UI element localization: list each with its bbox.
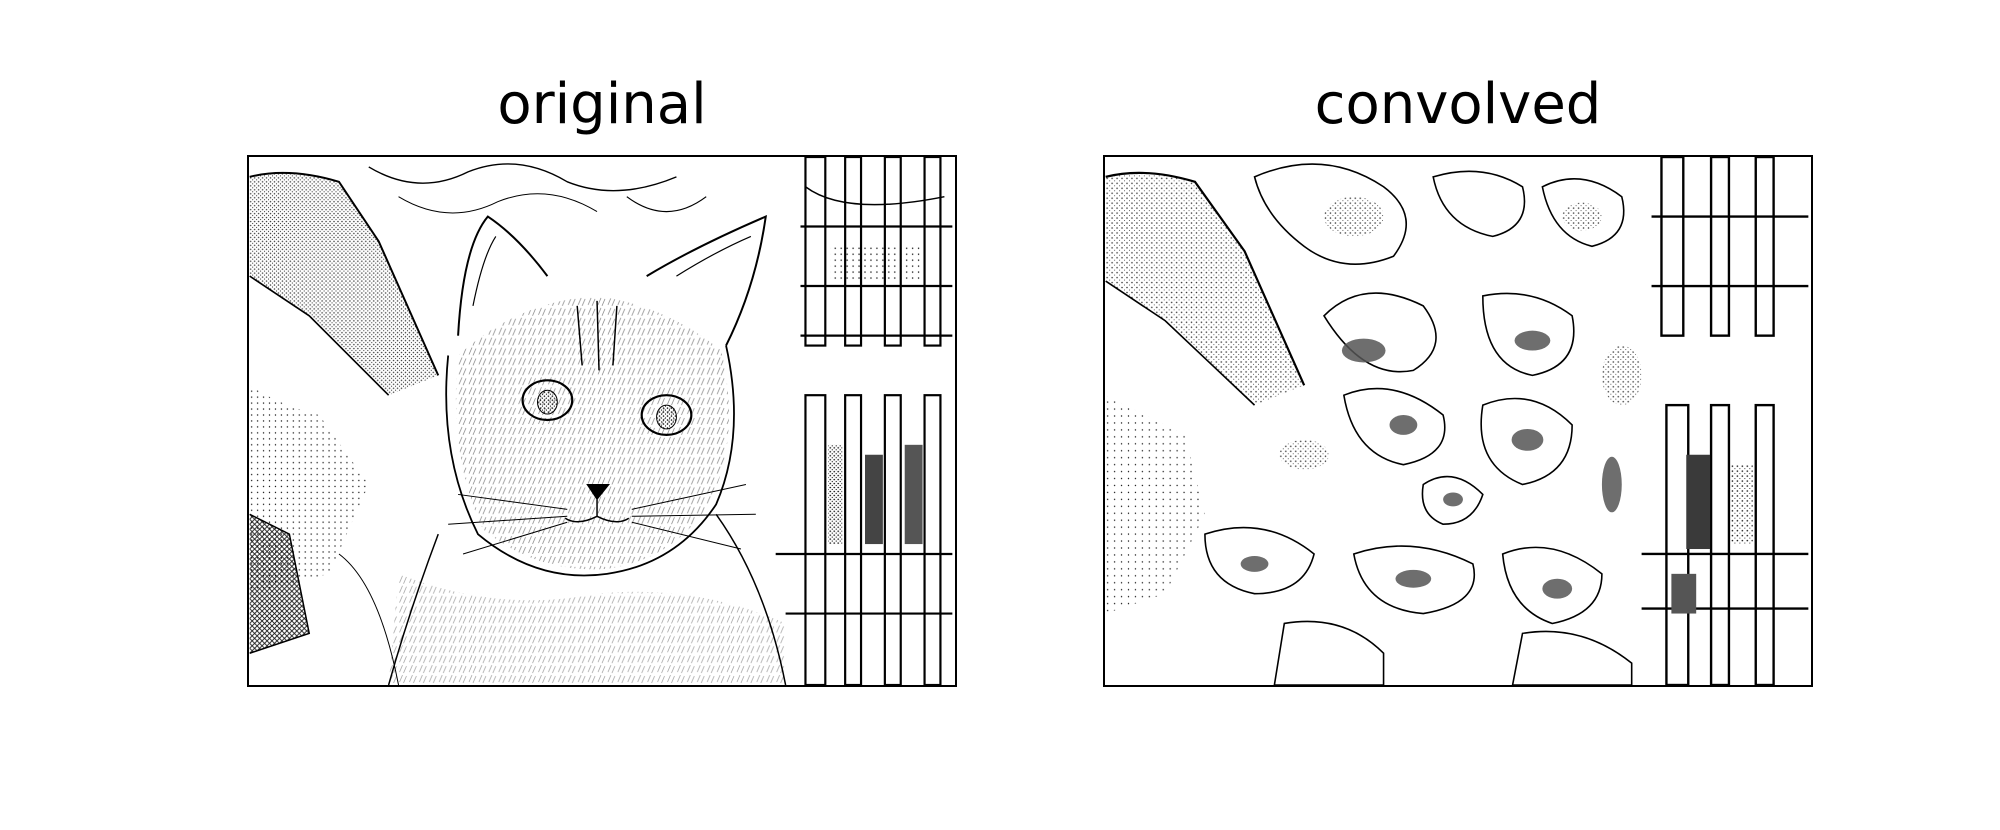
original-image: [247, 155, 957, 687]
sleeve-region: [249, 172, 439, 396]
convolved-image: [1103, 155, 1813, 687]
panel-title-convolved: convolved: [1314, 72, 1602, 137]
panel-title-original: original: [497, 72, 707, 137]
convolved-image-drawing: [1105, 157, 1811, 685]
original-image-drawing: [249, 157, 955, 685]
